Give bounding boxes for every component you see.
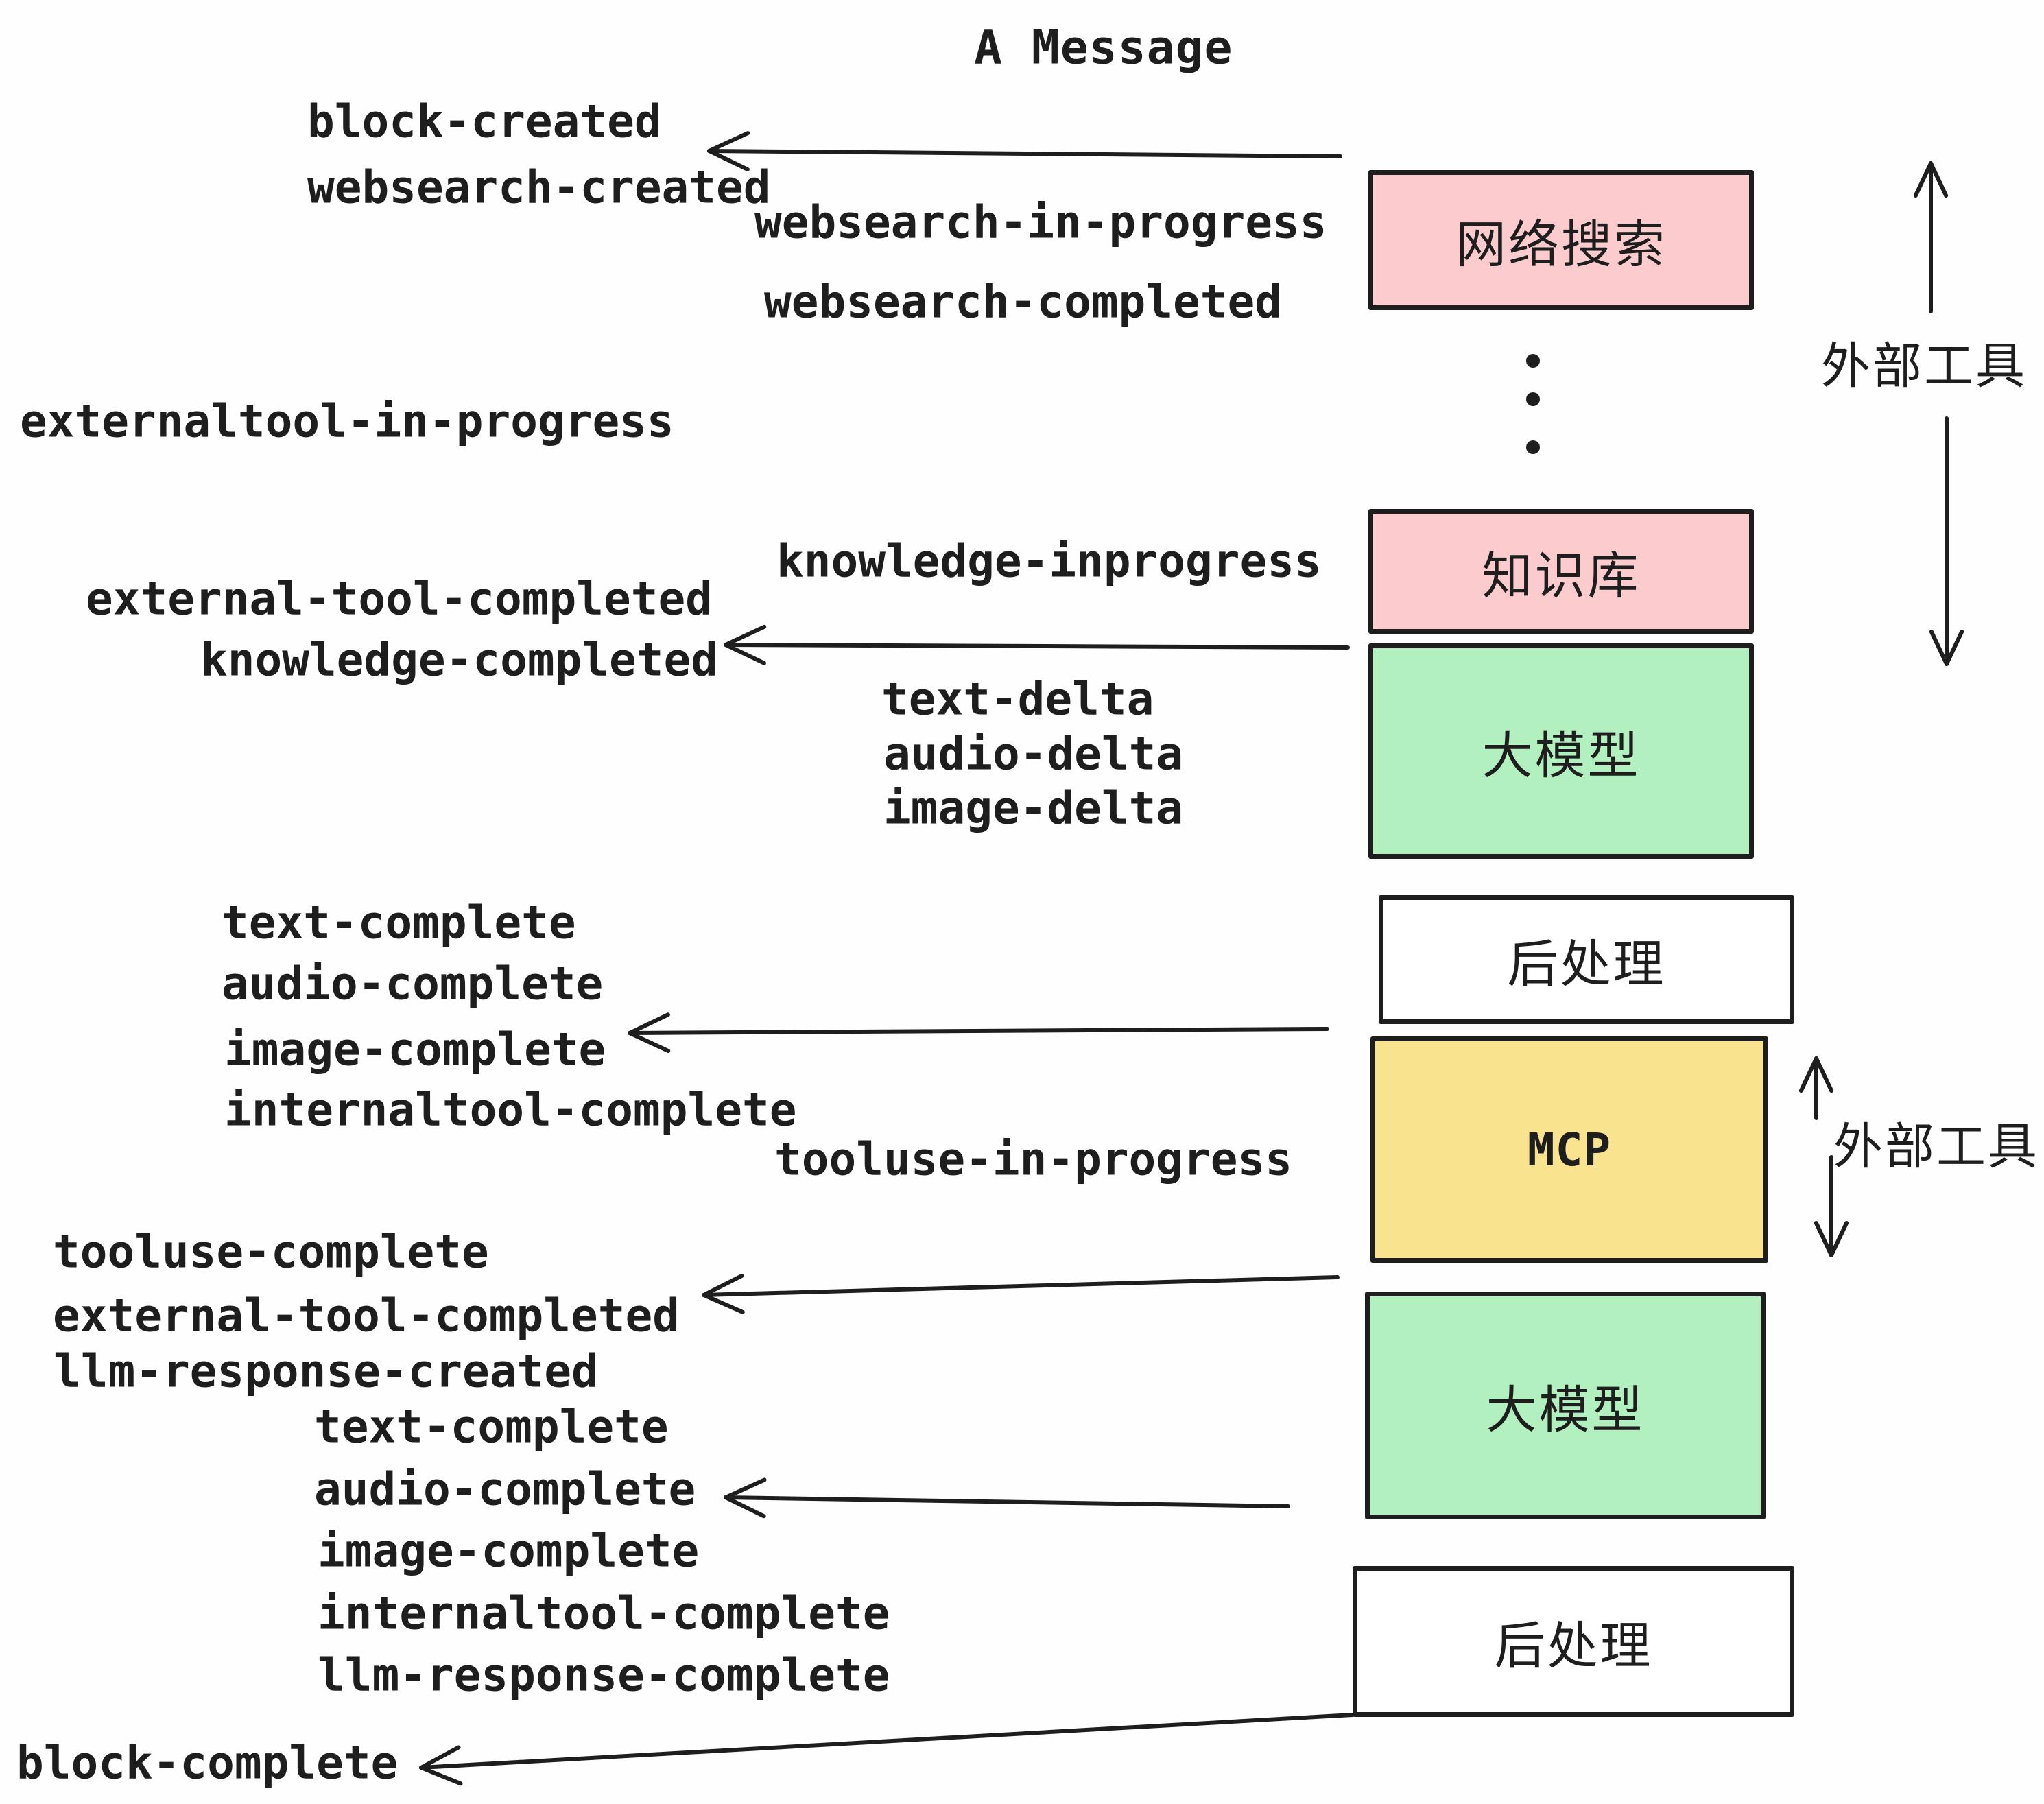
event-text-complete-1: text-complete xyxy=(222,896,576,949)
box-label-llm-1: 大模型 xyxy=(1482,726,1641,785)
box-websearch: 网络搜索 xyxy=(1368,170,1754,310)
event-block-complete: block-complete xyxy=(16,1736,399,1790)
event-external-tool-completed-2: external-tool-completed xyxy=(53,1289,680,1342)
event-image-complete-1: image-complete xyxy=(224,1023,606,1076)
box-label-post-1: 后处理 xyxy=(1507,934,1666,994)
event-knowledge-inprogress: knowledge-inprogress xyxy=(776,534,1322,588)
box-label-websearch: 网络搜索 xyxy=(1455,215,1667,274)
annotation-label-external-tools-top: 外部工具 xyxy=(1821,337,2028,395)
box-llm-1: 大模型 xyxy=(1368,643,1754,859)
event-llm-response-complete: llm-response-complete xyxy=(318,1648,890,1702)
arrow-to-block-complete xyxy=(419,1713,1355,1786)
arrow-to-audio-complete xyxy=(724,1477,1290,1519)
box-knowledge: 知识库 xyxy=(1368,509,1754,634)
event-externaltool-in-progress: externaltool-in-progress xyxy=(20,394,674,448)
event-knowledge-completed: knowledge-completed xyxy=(200,633,718,687)
ellipsis-dot xyxy=(1526,440,1540,454)
arrow-to-block-created xyxy=(707,131,1342,171)
arrow-to-tooluse-complete xyxy=(702,1274,1340,1314)
event-image-complete-2: image-complete xyxy=(318,1524,700,1578)
event-audio-complete-1: audio-complete xyxy=(222,957,604,1010)
event-internaltool-complete-2: internaltool-complete xyxy=(318,1587,890,1640)
arrow-up-external-tools-mcp xyxy=(1798,1056,1834,1120)
box-label-llm-2: 大模型 xyxy=(1486,1380,1645,1440)
box-mcp: MCP xyxy=(1370,1036,1768,1263)
event-image-delta-1: image-delta xyxy=(883,781,1184,835)
box-label-mcp: MCP xyxy=(1527,1123,1612,1176)
event-text-complete-2: text-complete xyxy=(314,1400,669,1453)
ellipsis-dot xyxy=(1526,392,1540,406)
event-block-created: block-created xyxy=(307,95,662,148)
event-tooluse-complete: tooluse-complete xyxy=(53,1225,489,1279)
event-llm-response-created: llm-response-created xyxy=(54,1344,599,1398)
box-post-2: 后处理 xyxy=(1353,1566,1794,1717)
arrow-to-image-complete xyxy=(628,1012,1329,1054)
event-websearch-completed: websearch-completed xyxy=(764,275,1282,329)
arrow-up-external-tools-top xyxy=(1913,161,1949,313)
diagram-title: A Message xyxy=(974,21,1233,75)
arrow-down-external-tools-top xyxy=(1929,416,1964,666)
event-audio-delta-1: audio-delta xyxy=(883,727,1184,781)
arrow-to-knowledge-completed xyxy=(724,624,1350,665)
ellipsis-dot xyxy=(1526,354,1540,368)
event-internaltool-complete-1: internaltool-complete xyxy=(224,1083,797,1137)
box-label-post-2: 后处理 xyxy=(1494,1616,1653,1676)
box-post-1: 后处理 xyxy=(1379,895,1794,1024)
box-label-knowledge: 知识库 xyxy=(1482,546,1641,606)
event-audio-complete-2: audio-complete xyxy=(314,1462,696,1516)
event-tooluse-in-progress: tooluse-in-progress xyxy=(774,1132,1292,1186)
annotation-label-external-tools-mcp: 外部工具 xyxy=(1833,1117,2040,1176)
event-external-tool-completed-1: external-tool-completed xyxy=(86,572,713,626)
box-llm-2: 大模型 xyxy=(1365,1292,1766,1519)
event-websearch-created: websearch-created xyxy=(307,161,771,214)
event-websearch-in-progress: websearch-in-progress xyxy=(754,195,1327,249)
arrow-down-external-tools-mcp xyxy=(1814,1155,1849,1257)
event-text-delta-1: text-delta xyxy=(881,672,1154,726)
